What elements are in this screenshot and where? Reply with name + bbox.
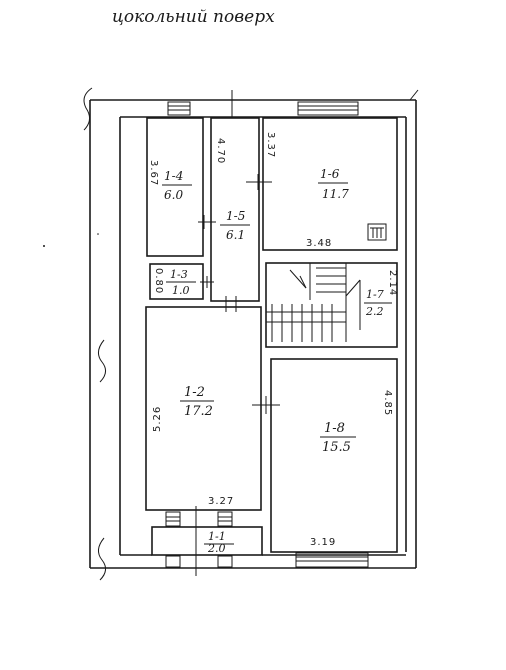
room-1-6-id: 1-6: [320, 167, 340, 181]
staircase: [265, 262, 398, 348]
room-1-6-length: 3.37: [265, 132, 276, 158]
room-1-4-length: 3.67: [148, 160, 159, 186]
room-1-3-id: 1-3: [170, 268, 188, 281]
room-1-3-area: 1.0: [172, 284, 190, 297]
room-1-8-outline: [270, 358, 398, 553]
entrance-steps: [165, 511, 233, 568]
top-window-right: [297, 101, 359, 116]
bottom-window-right: [295, 552, 369, 568]
room-1-8-length: 4.85: [382, 390, 393, 416]
room-1-7-area: 2.2: [365, 305, 384, 318]
room-1-2-width: 3.27: [208, 496, 234, 507]
room-1-4-area: 6.0: [164, 188, 183, 202]
plan-title: цокольний поверх: [112, 7, 275, 27]
outer-walls: [89, 99, 417, 569]
room-1-6-outline: [262, 117, 398, 251]
room-1-1-area: 2.0: [207, 542, 226, 555]
room-1-5-length: 4.70: [215, 138, 226, 164]
room-1-7-length: 2.14: [387, 270, 398, 296]
room-1-2-area: 17.2: [184, 404, 213, 419]
boiler-fixture: [367, 223, 387, 241]
break-marks: [83, 87, 419, 581]
room-1-4-id: 1-4: [164, 169, 183, 183]
room-1-6-width: 3.48: [306, 238, 332, 249]
room-1-2-outline: [145, 306, 262, 511]
room-1-8-id: 1-8: [324, 421, 345, 436]
room-1-4-outline: [146, 117, 204, 257]
room-1-6-area: 11.7: [322, 187, 349, 201]
room-1-8-area: 15.5: [322, 440, 351, 455]
room-1-1-id: 1-1: [208, 530, 226, 543]
room-1-1-outline: [151, 526, 263, 556]
room-1-2-id: 1-2: [184, 385, 205, 400]
room-1-8-width: 3.19: [310, 537, 336, 548]
room-1-7-id: 1-7: [366, 288, 384, 301]
top-window-left: [167, 101, 191, 116]
room-1-5-id: 1-5: [226, 209, 245, 223]
room-1-5-area: 6.1: [226, 228, 245, 242]
room-1-5-outline: [210, 117, 260, 302]
room-1-3-width: 0.80: [153, 268, 164, 294]
room-1-2-length: 5.26: [152, 406, 163, 432]
